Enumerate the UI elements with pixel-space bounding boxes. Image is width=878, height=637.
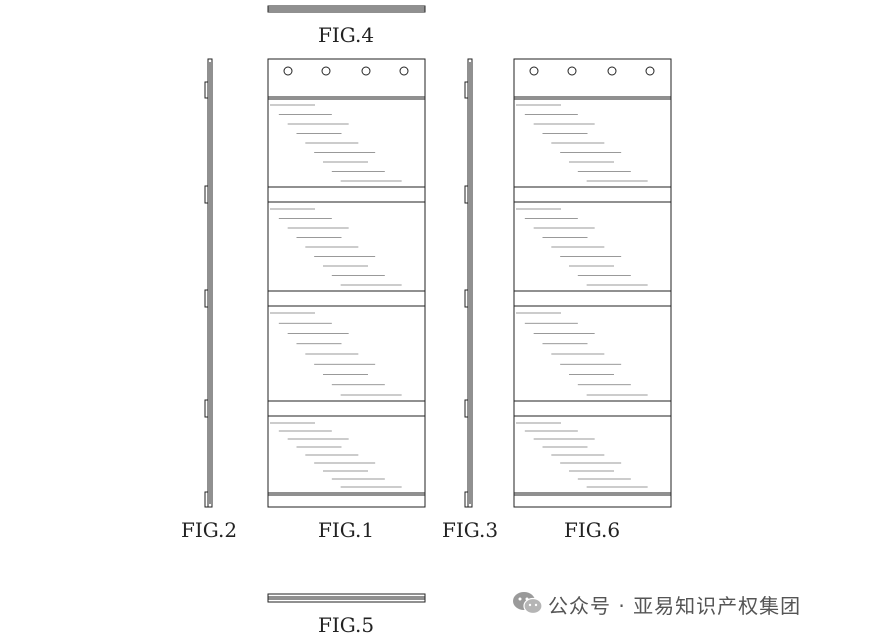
- fig4-top-view: [267, 5, 426, 13]
- fig1-hole-4: [399, 66, 409, 76]
- fig1-outline: [267, 58, 426, 508]
- fig2-tab-4: [204, 399, 209, 418]
- fig1-front-panel: [267, 58, 426, 508]
- fig5-bottom-view: [267, 593, 426, 603]
- fig3-body: [467, 58, 473, 508]
- fig2-side-profile: [204, 58, 213, 508]
- fig3-tab-2: [464, 185, 469, 204]
- fig3-tab-1: [464, 81, 469, 99]
- fig6-label: FIG.6: [564, 518, 620, 542]
- fig6-hole-2: [567, 66, 577, 76]
- fig6-hole-1: [529, 66, 539, 76]
- fig6-hole-3: [607, 66, 617, 76]
- fig6-outline: [513, 58, 672, 508]
- fig3-tab-4: [464, 399, 469, 418]
- fig3-label: FIG.3: [442, 518, 498, 542]
- fig1-hole-1: [283, 66, 293, 76]
- fig6-rear-panel: [513, 58, 672, 508]
- fig2-body: [207, 58, 213, 508]
- wechat-icon: [513, 592, 543, 615]
- fig3-tab-3: [464, 289, 469, 308]
- fig1-hole-3: [361, 66, 371, 76]
- fig2-tab-2: [204, 185, 209, 204]
- fig5-label: FIG.5: [318, 613, 374, 637]
- watermark-text: 公众号 · 亚易知识产权集团: [548, 594, 802, 618]
- fig6-hole-4: [645, 66, 655, 76]
- fig2-label: FIG.2: [181, 518, 237, 542]
- fig3-tab-5: [464, 491, 469, 508]
- fig2-tab-3: [204, 289, 209, 308]
- fig1-label: FIG.1: [318, 518, 374, 542]
- fig2-tab-1: [204, 81, 209, 99]
- fig3-side-profile: [464, 58, 473, 508]
- fig1-hole-2: [321, 66, 331, 76]
- fig4-label: FIG.4: [318, 23, 374, 47]
- fig2-tab-5: [204, 491, 209, 508]
